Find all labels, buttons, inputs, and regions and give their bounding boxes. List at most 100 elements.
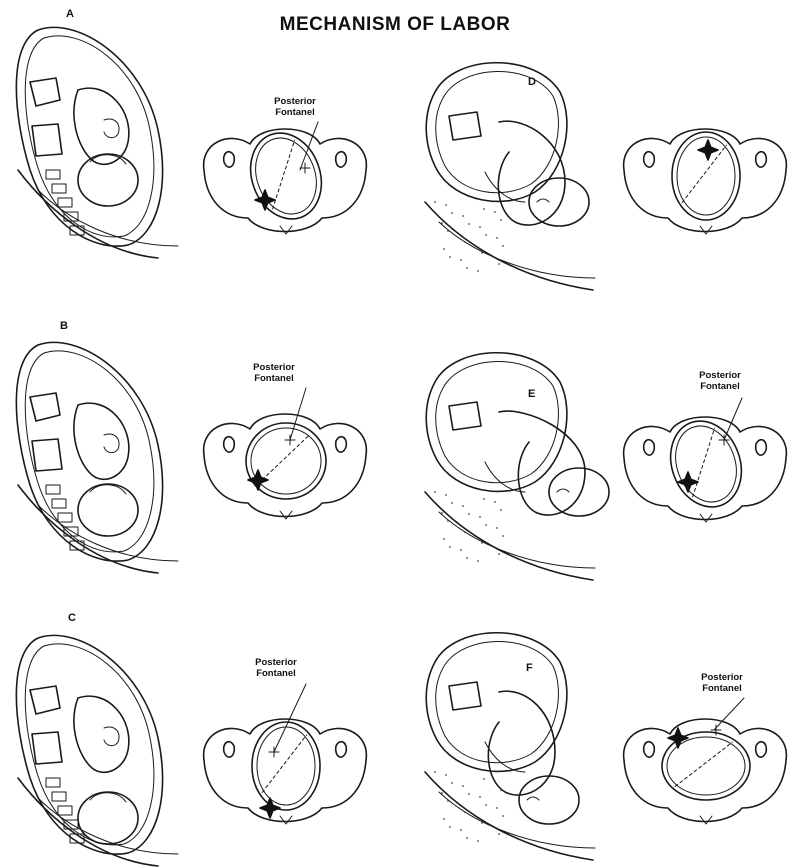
stipple-dot [468,793,470,795]
obturator-foramen-right [756,440,767,455]
stipple-dot [466,267,468,269]
stipple-dot [481,822,483,824]
stipple-dot [434,491,436,493]
stipple-dot [460,549,462,551]
leader-line [300,122,318,170]
callout-line: Posterior [692,672,752,683]
callout-leader-line [720,394,746,444]
vertebra [58,513,72,522]
obturator-foramen-left [224,152,235,167]
uterus-outline [16,27,162,246]
leader-line [714,698,744,730]
fetal-head [549,468,609,516]
sagittal-suture [682,145,726,202]
stipple-dot [483,498,485,500]
stipple-dot [477,270,479,272]
pelvis-outline [624,719,787,822]
coccyx [280,816,292,824]
uterus-inner-wall [25,644,154,845]
sagittal-view-d [415,52,605,292]
stipple-dot [445,204,447,206]
stipple-dot [479,516,481,518]
stipple-dot [494,211,496,213]
fetal-face [537,199,549,202]
callout-line: Fontanel [690,381,750,392]
vertebra [46,170,60,179]
stipple-dot [462,505,464,507]
obturator-foramen-left [644,742,655,757]
stipple-dot [485,524,487,526]
stipple-dot [500,789,502,791]
callout-line: Posterior [244,362,304,373]
stipple-dot [464,531,466,533]
coccyx [700,226,712,234]
pelvic-curve-inner [439,792,595,848]
organ-block [32,124,62,156]
stipple-dot [445,774,447,776]
uterus-inner-wall [436,641,559,762]
panel-letter-c: C [68,612,76,624]
stipple-dot [479,796,481,798]
sagittal-view-c [8,628,198,868]
uterus-inner-wall [436,71,559,192]
stipple-dot [481,252,483,254]
stipple-dot [451,212,453,214]
fetal-body [74,403,129,479]
coccyx [280,226,292,234]
stipple-dot [441,512,443,514]
callout-posterior-fontanel-e: PosteriorFontanel [690,370,750,392]
sagittal-view-e [415,342,605,582]
stipple-dot [464,811,466,813]
stipple-dot [479,226,481,228]
coccyx [700,514,712,522]
fetal-limb [104,434,119,453]
organ-block [32,732,62,764]
fetal-face [527,797,539,800]
callout-posterior-fontanel-f: PosteriorFontanel [692,672,752,694]
obturator-foramen-left [644,440,655,455]
callout-line: Fontanel [692,683,752,694]
stipple-dot [445,494,447,496]
callout-line: Fontanel [246,668,306,679]
stipple-dot [443,248,445,250]
fetal-limb [104,727,119,746]
obturator-foramen-left [224,742,235,757]
leader-line [724,398,742,440]
sagittal-view-a [8,20,198,260]
stipple-dot [460,829,462,831]
stipple-dot [481,542,483,544]
fetal-head [78,484,138,536]
stipple-dot [502,815,504,817]
fetal-body [74,696,129,772]
vertebra [52,499,66,508]
mechanism-of-labor-figure: MECHANISM OF LABOR APosteriorFontanelBPo… [0,0,790,836]
panel-letter-e: E [528,388,535,400]
organ-block [30,78,60,106]
panel-letter-d: D [528,76,536,88]
stipple-dot [447,800,449,802]
callout-line: Posterior [246,657,306,668]
fetal-body [74,88,129,164]
fetal-face [557,489,569,492]
callout-posterior-fontanel-a: PosteriorFontanel [265,96,325,118]
stipple-dot [502,245,504,247]
stipple-dot [496,807,498,809]
fetal-limb [485,742,525,772]
stipple-dot [462,215,464,217]
stipple-dot [494,501,496,503]
pelvic-view-a [198,100,373,250]
callout-leader-line [296,118,322,174]
fontanel-star-icon [698,140,718,160]
organ-block [449,682,481,710]
stipple-dot [483,208,485,210]
callout-leader-line [710,694,748,734]
stipple-dot [485,234,487,236]
callout-leader-line [270,680,310,756]
sagittal-suture [675,742,732,786]
fontanel-star-icon [255,190,275,210]
obturator-foramen-left [224,437,235,452]
stipple-dot [449,826,451,828]
stipple-dot [502,535,504,537]
uterus-inner-wall [25,36,154,237]
stipple-dot [494,781,496,783]
